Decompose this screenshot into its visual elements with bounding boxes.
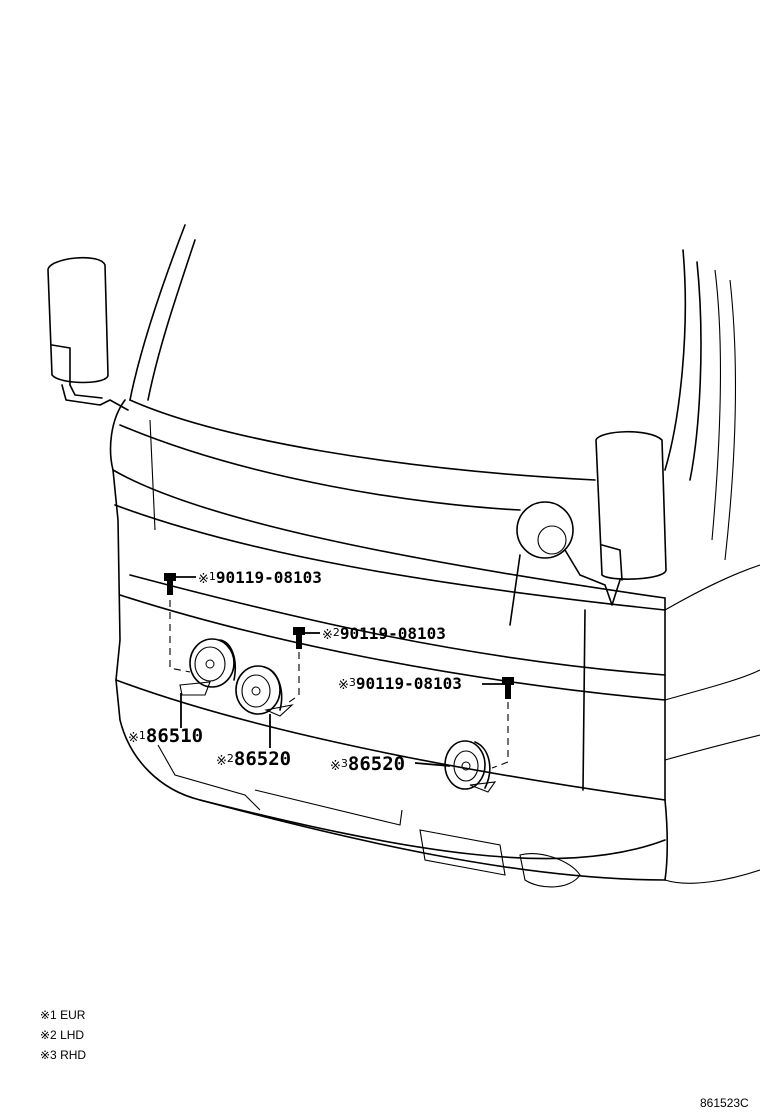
legend-item: ※3 RHD xyxy=(40,1048,86,1062)
callout-bolt-rhd: ※390119-08103 xyxy=(338,674,462,693)
svg-text:※386520: ※386520 xyxy=(330,753,405,775)
callout-bolt-lhd: ※290119-08103 xyxy=(322,624,446,643)
svg-text:※186510: ※186510 xyxy=(128,725,203,747)
legend-item: ※1 EUR xyxy=(40,1008,86,1022)
horn-icon xyxy=(414,740,497,793)
svg-text:※290119-08103: ※290119-08103 xyxy=(322,624,446,643)
horn-icon xyxy=(235,665,294,748)
illustration-code: 861523C xyxy=(700,1096,749,1110)
bolt-icon xyxy=(482,677,514,769)
svg-text:※190119-08103: ※190119-08103 xyxy=(198,568,322,587)
bolt-icon xyxy=(164,573,196,673)
callout-horn-rhd: ※386520 xyxy=(330,753,405,775)
bolt-icon xyxy=(284,627,320,706)
legend-item: ※2 LHD xyxy=(40,1028,84,1042)
legend: ※1 EUR ※2 LHD ※3 RHD xyxy=(40,1008,86,1062)
callout-bolt-eur: ※190119-08103 xyxy=(198,568,322,587)
callout-horn-lhd: ※286520 xyxy=(216,748,291,770)
svg-text:※390119-08103: ※390119-08103 xyxy=(338,674,462,693)
callout-horn-eur: ※186510 xyxy=(128,725,203,747)
truck-front-outline xyxy=(47,224,760,888)
svg-text:※286520: ※286520 xyxy=(216,748,291,770)
horn-icon xyxy=(179,638,236,728)
